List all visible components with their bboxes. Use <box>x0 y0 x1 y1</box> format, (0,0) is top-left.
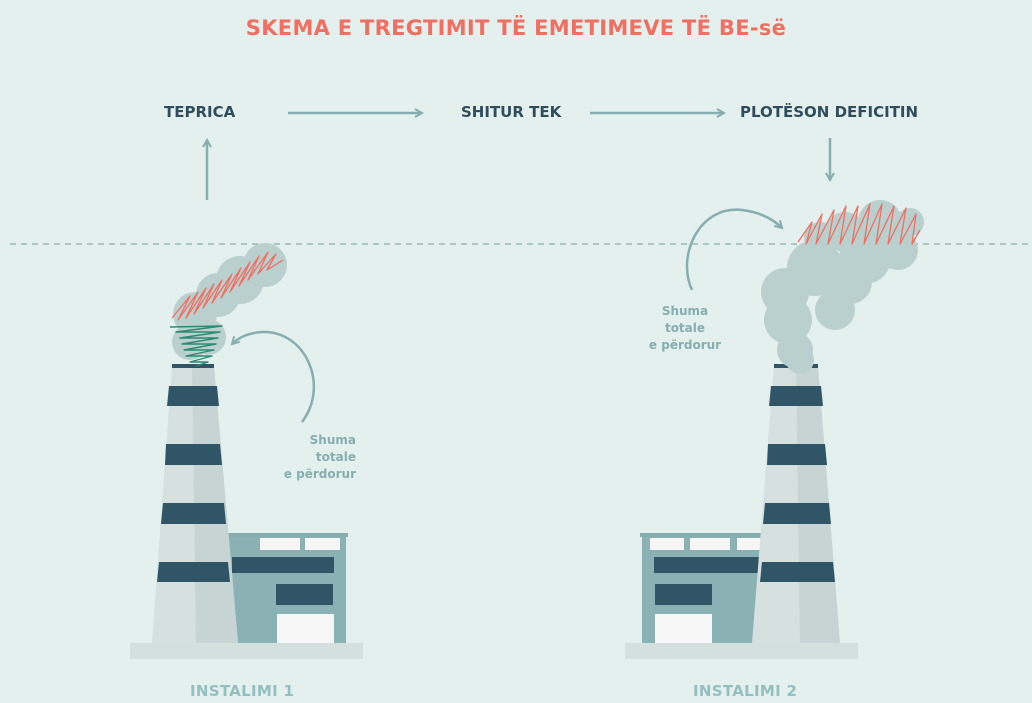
installation-2 <box>625 200 924 659</box>
installation-1 <box>130 243 363 659</box>
note-line: e përdorur <box>648 338 722 352</box>
factory-building-2 <box>640 533 770 537</box>
installation-2-label: INSTALIMI 2 <box>693 682 798 700</box>
emission-scribble-2 <box>797 203 921 245</box>
note-line: totale <box>315 450 356 464</box>
surplus-scribble-1 <box>169 325 223 367</box>
label-surplus: TEPRICA <box>164 103 236 121</box>
label-covers-deficit: PLOTËSON DEFICITIN <box>740 103 919 121</box>
curved-arrow-2 <box>685 208 782 291</box>
note-line: Shuma <box>661 304 709 318</box>
label-sold-to: SHITUR TEK <box>461 103 562 121</box>
smoke-cloud-2 <box>761 200 924 374</box>
note-line: e përdorur <box>283 467 356 481</box>
emission-scribble-1 <box>171 251 284 321</box>
curved-arrow-1 <box>232 330 316 423</box>
page-title: SKEMA E TREGTIMIT TË EMETIMEVE TË BE-së <box>245 16 787 40</box>
total-used-note-2: Shuma totale e përdorur <box>630 303 740 354</box>
chimney-1 <box>152 364 238 643</box>
note-line: Shuma <box>309 433 356 447</box>
note-line: totale <box>664 321 706 335</box>
installation-1-label: INSTALIMI 1 <box>190 682 295 700</box>
chimney-2 <box>752 364 840 643</box>
factory-building-1 <box>222 533 348 537</box>
total-used-note-1: Shuma totale e përdorur <box>246 432 356 483</box>
